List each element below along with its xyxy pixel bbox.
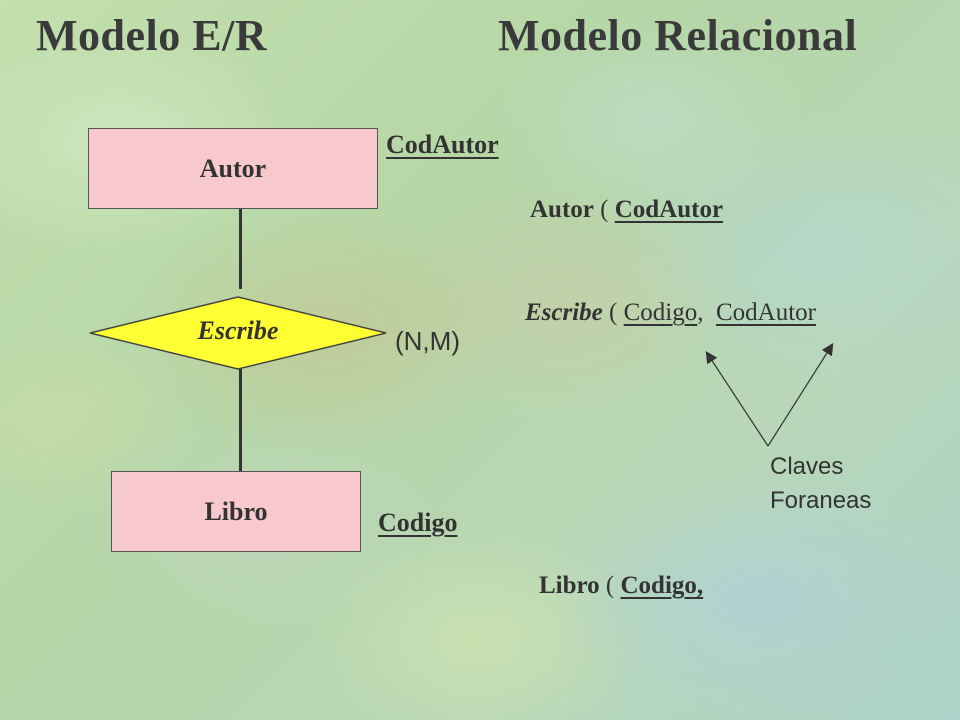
arrow-to-codautor	[767, 342, 834, 447]
note-line-claves: Claves	[770, 453, 844, 480]
relation-autor-key: CodAutor	[614, 196, 724, 223]
relation-escribe-key1: Codigo	[623, 299, 698, 326]
relationship-diamond	[89, 296, 387, 370]
relation-escribe-name: Escribe	[525, 299, 603, 326]
relation-escribe-key2: CodAutor	[715, 299, 816, 326]
relation-libro-key: Codigo,	[620, 572, 704, 599]
relation-autor: Autor ( CodAutor	[530, 196, 723, 224]
relation-libro-paren: (	[605, 572, 615, 599]
title-er-model: Modelo E/R	[36, 11, 268, 60]
relation-autor-name: Autor	[530, 196, 594, 223]
relationship-escribe-label: Escribe	[197, 316, 279, 345]
entity-libro: Libro	[111, 471, 361, 552]
attribute-codigo: Codigo	[378, 508, 458, 537]
relation-escribe-paren: (	[609, 299, 618, 326]
connector-escribe-libro	[239, 369, 242, 471]
relation-libro-name: Libro	[539, 572, 600, 599]
cardinality-label: (N,M)	[395, 326, 460, 356]
title-relational-model: Modelo Relacional	[498, 11, 858, 60]
attribute-codautor: CodAutor	[386, 130, 499, 159]
relation-libro: Libro ( Codigo,	[539, 572, 703, 600]
entity-autor: Autor	[88, 128, 378, 209]
arrow-to-codigo	[705, 350, 769, 447]
connector-autor-escribe	[239, 209, 242, 289]
foreign-keys-note: Claves Foraneas	[770, 450, 871, 518]
relation-autor-paren: (	[600, 196, 609, 223]
relation-escribe-separator: ,	[697, 299, 704, 326]
relation-escribe: Escribe ( Codigo, CodAutor	[525, 299, 816, 327]
note-line-foraneas: Foraneas	[770, 487, 872, 514]
